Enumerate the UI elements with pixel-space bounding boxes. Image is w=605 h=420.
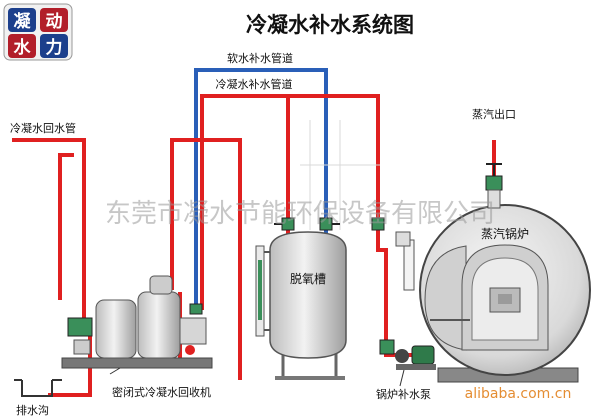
steam-outlet-label: 蒸汽出口 xyxy=(472,107,516,121)
logo-char-1: 凝 xyxy=(14,12,32,32)
recovery-unit-label: 密闭式冷凝水回收机 xyxy=(112,385,211,399)
leader-lines xyxy=(109,367,405,387)
boiler-feed-pump xyxy=(379,339,436,370)
company-watermark: 东莞市凝水节能环保设备有限公司 xyxy=(105,199,495,229)
deaerator-label: 脱氧槽 xyxy=(290,271,326,286)
soft-water-pipe-label: 软水补水管道 xyxy=(227,51,293,65)
drain-trench-label: 排水沟 xyxy=(16,403,49,417)
logo-char-2: 动 xyxy=(46,12,63,32)
condensate-recovery-unit xyxy=(61,275,213,369)
deaerator-tank: 脱氧槽 xyxy=(255,231,347,380)
steam-boiler: 蒸汽锅炉 xyxy=(403,204,591,383)
steam-outlet-valve-icon xyxy=(485,163,503,209)
logo-char-3: 水 xyxy=(14,37,32,58)
condensate-return-pipe-label: 冷凝水回水管 xyxy=(10,121,76,135)
company-logo: 凝 动 水 力 xyxy=(3,3,73,61)
boiler-label: 蒸汽锅炉 xyxy=(481,226,529,241)
deaerator-valves-icon xyxy=(274,217,411,247)
boiler-feed-pump-label: 锅炉补水泵 xyxy=(376,388,431,401)
site-watermark: alibaba.com.cn xyxy=(465,386,572,402)
condensate-makeup-pipe-label: 冷凝水补水管道 xyxy=(216,77,293,91)
soft-water-pipe xyxy=(194,68,328,312)
logo-char-4: 力 xyxy=(46,37,63,58)
page-title: 冷凝水补水系统图 xyxy=(246,13,414,37)
drain-trench xyxy=(14,379,62,397)
background-lines xyxy=(300,120,380,230)
